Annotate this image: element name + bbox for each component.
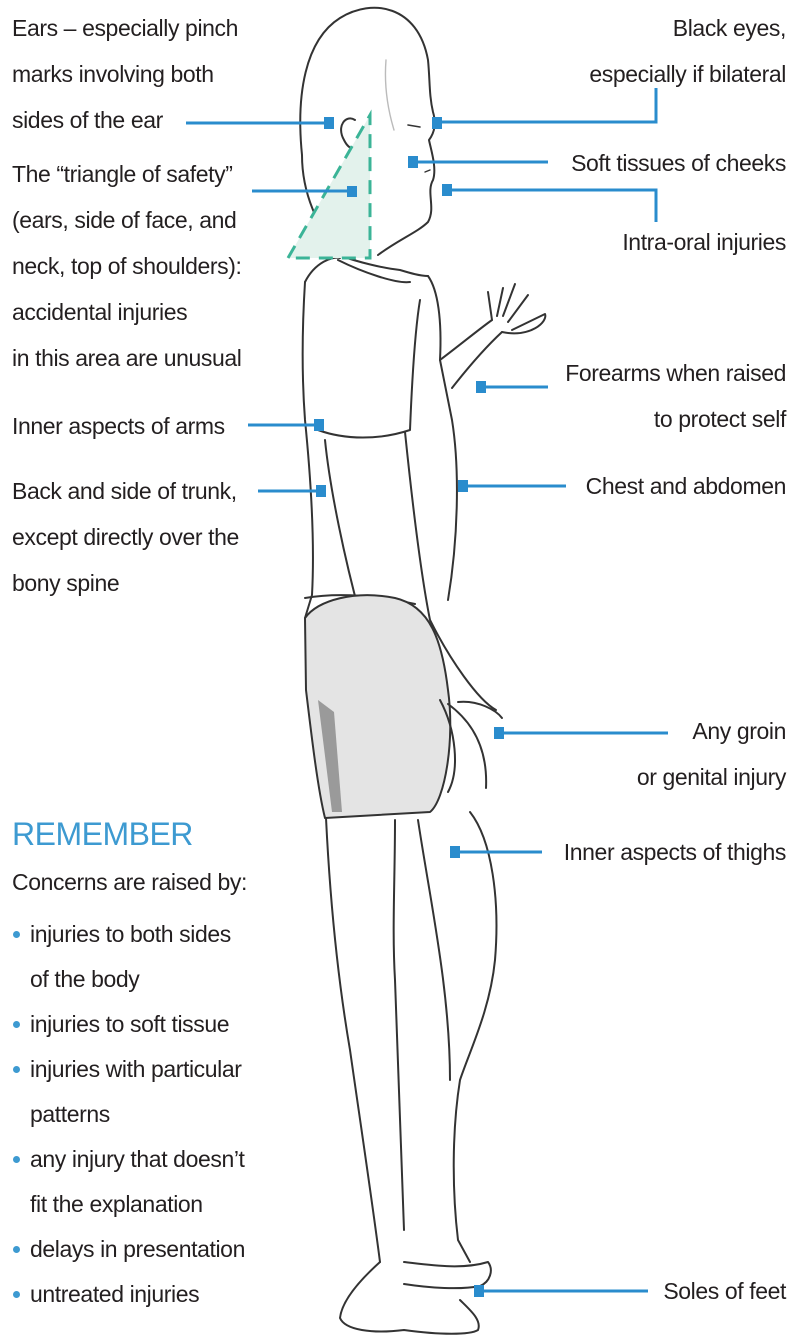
label-forearms-line-2: to protect self xyxy=(565,396,786,442)
label-inner-arms-text: Inner aspects of arms xyxy=(12,403,225,449)
remember-item-3-line-1: injuries with particular xyxy=(30,1047,245,1092)
remember-title: REMEMBER xyxy=(12,816,193,853)
label-soles: Soles of feet xyxy=(663,1268,786,1314)
remember-item-5-line-1: delays in presentation xyxy=(30,1227,245,1272)
remember-item-4-line-1: any injury that doesn’t xyxy=(30,1137,245,1182)
remember-item: untreated injuries xyxy=(12,1272,245,1317)
label-back-trunk-line-2: except directly over the xyxy=(12,514,239,560)
label-inner-thighs: Inner aspects of thighs xyxy=(564,829,786,875)
label-ears-line-2: marks involving both xyxy=(12,51,238,97)
label-triangle-line-4: accidental injuries xyxy=(12,289,242,335)
label-inner-thighs-text: Inner aspects of thighs xyxy=(564,829,786,875)
label-intra-oral-text: Intra-oral injuries xyxy=(622,219,786,265)
label-triangle-line-5: in this area are unusual xyxy=(12,335,242,381)
label-triangle-line-3: neck, top of shoulders): xyxy=(12,243,242,289)
label-ears-line-3: sides of the ear xyxy=(12,97,238,143)
label-groin: Any groin or genital injury xyxy=(637,708,786,800)
remember-item: injuries to soft tissue xyxy=(12,1002,245,1047)
label-chest: Chest and abdomen xyxy=(586,463,786,509)
label-forearms-line-1: Forearms when raised xyxy=(565,350,786,396)
label-back-trunk-line-3: bony spine xyxy=(12,560,239,606)
label-forearms: Forearms when raised to protect self xyxy=(565,350,786,442)
label-ears-line-1: Ears – especially pinch xyxy=(12,5,238,51)
label-soles-text: Soles of feet xyxy=(663,1268,786,1314)
label-ears: Ears – especially pinch marks involving … xyxy=(12,5,238,143)
remember-item-4-line-2: fit the explanation xyxy=(30,1182,245,1227)
label-black-eyes-line-2: especially if bilateral xyxy=(589,51,786,97)
remember-item-6-line-1: untreated injuries xyxy=(30,1272,245,1317)
remember-item-1-line-1: injuries to both sides xyxy=(30,912,245,957)
remember-item-2-line-1: injuries to soft tissue xyxy=(30,1002,245,1047)
label-black-eyes-line-1: Black eyes, xyxy=(589,5,786,51)
label-triangle-line-1: The “triangle of safety” xyxy=(12,151,242,197)
label-triangle-line-2: (ears, side of face, and xyxy=(12,197,242,243)
label-intra-oral: Intra-oral injuries xyxy=(622,219,786,265)
label-chest-text: Chest and abdomen xyxy=(586,463,786,509)
remember-item: delays in presentation xyxy=(12,1227,245,1272)
label-triangle-of-safety: The “triangle of safety” (ears, side of … xyxy=(12,151,242,381)
label-back-trunk: Back and side of trunk, except directly … xyxy=(12,468,239,606)
label-back-trunk-line-1: Back and side of trunk, xyxy=(12,468,239,514)
label-inner-arms: Inner aspects of arms xyxy=(12,403,225,449)
remember-intro: Concerns are raised by: xyxy=(12,869,247,896)
label-groin-line-2: or genital injury xyxy=(637,754,786,800)
remember-item-1-line-2: of the body xyxy=(30,957,245,1002)
label-cheeks: Soft tissues of cheeks xyxy=(571,140,786,186)
label-groin-line-1: Any groin xyxy=(637,708,786,754)
remember-item-3-line-2: patterns xyxy=(30,1092,245,1137)
label-cheeks-text: Soft tissues of cheeks xyxy=(571,140,786,186)
label-black-eyes: Black eyes, especially if bilateral xyxy=(589,5,786,97)
